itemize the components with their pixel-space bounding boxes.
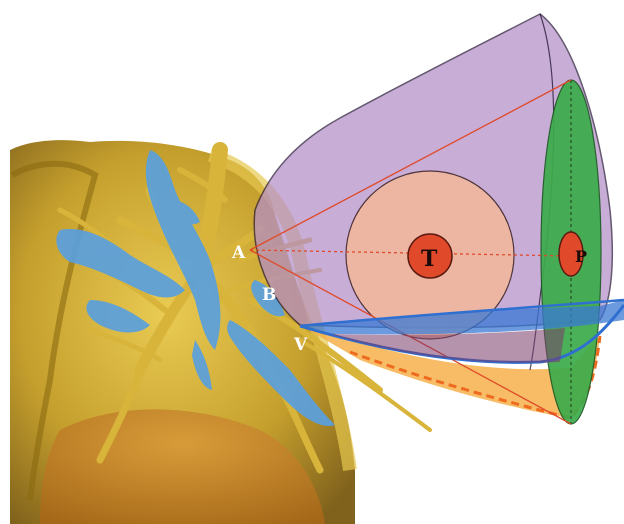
label-v: V [293, 335, 308, 355]
label-a: A [231, 243, 246, 263]
label-p: P [575, 247, 587, 266]
label-t: T [421, 246, 438, 272]
label-b: B [262, 285, 276, 305]
